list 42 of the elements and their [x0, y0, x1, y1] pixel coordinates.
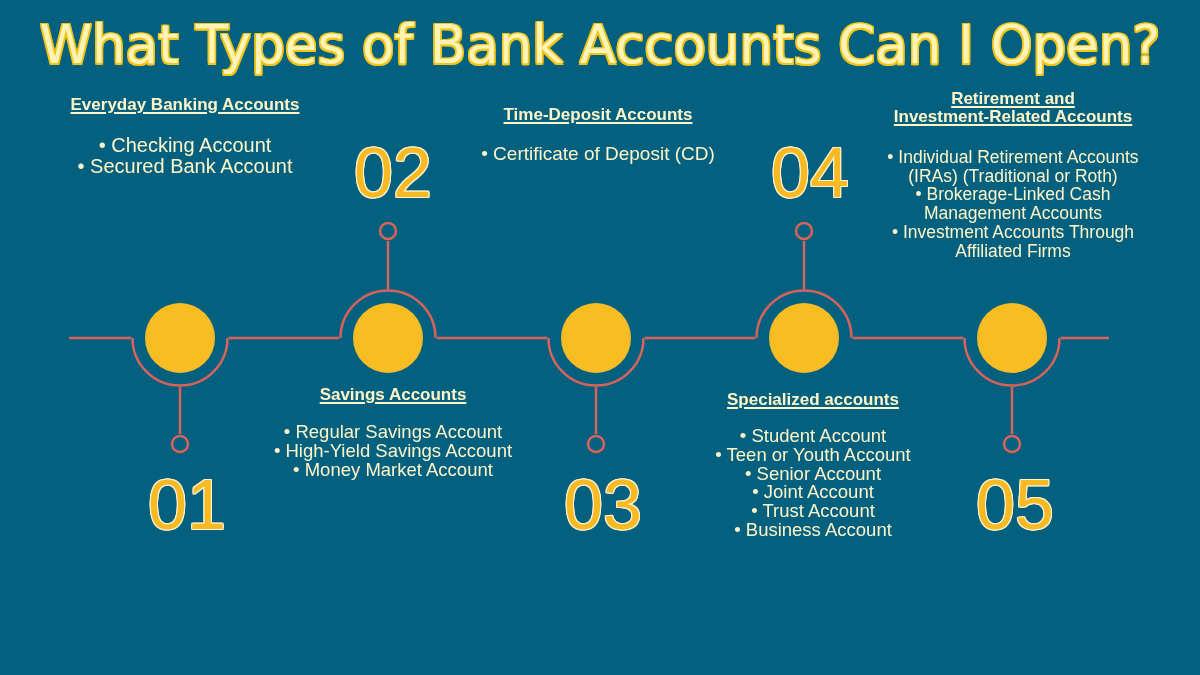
step-number: 03	[564, 470, 642, 540]
list-item: • Investment Accounts Through Affiliated Firms	[890, 222, 1136, 261]
step-number: 05	[976, 470, 1054, 540]
title: What Types of Bank Accounts Can I Open?	[39, 14, 1161, 76]
step-number: 04	[771, 138, 849, 208]
list-item: • Money Market Account	[293, 460, 493, 479]
step-number: 02	[354, 138, 432, 208]
list-item: • Regular Savings Account	[283, 422, 503, 441]
list-item: • Brokerage-Linked Cash Management Accounts	[915, 185, 1111, 223]
list-item: • Teen or Youth Account	[715, 445, 911, 465]
list-item: • Certificate of Deposit (CD)	[481, 144, 715, 163]
stem-line	[802, 241, 806, 289]
step-number: 01	[148, 470, 226, 540]
list-item: • Individual Retirement Accounts (IRAs) (Traditional or Roth)	[886, 148, 1140, 186]
ring-marker	[170, 434, 190, 454]
list-item: • Joint Account	[752, 483, 874, 503]
stem-line	[1010, 387, 1014, 434]
list-item: • Checking Account	[98, 135, 272, 156]
timeline-line	[853, 336, 963, 340]
list-item: • Student Account	[739, 427, 887, 446]
section-heading: Specialized accounts	[727, 391, 899, 409]
section-heading: Time-Deposit Accounts	[503, 106, 693, 124]
ring-marker	[794, 221, 814, 241]
timeline-line	[437, 336, 547, 340]
section-heading: Retirement and Investment-Related Accounts	[893, 90, 1133, 126]
ring-marker	[1002, 434, 1022, 454]
section-heading: Savings Accounts	[319, 386, 467, 404]
section-heading: Everyday Banking Accounts	[70, 96, 300, 114]
stem-line	[594, 387, 598, 434]
ring-marker	[586, 434, 606, 454]
list-item: • High-Yield Savings Account	[273, 441, 513, 460]
list-item: • Trust Account	[751, 502, 875, 521]
timeline-line	[69, 336, 131, 340]
list-item: • Business Account	[734, 521, 892, 540]
stem-line	[178, 387, 182, 434]
list-item: • Secured Bank Account	[77, 156, 293, 177]
timeline-line	[645, 336, 755, 340]
ring-marker	[378, 221, 398, 241]
list-item: • Senior Account	[744, 464, 882, 484]
timeline-line	[229, 336, 339, 340]
timeline-line	[1061, 336, 1109, 340]
stem-line	[386, 241, 390, 289]
